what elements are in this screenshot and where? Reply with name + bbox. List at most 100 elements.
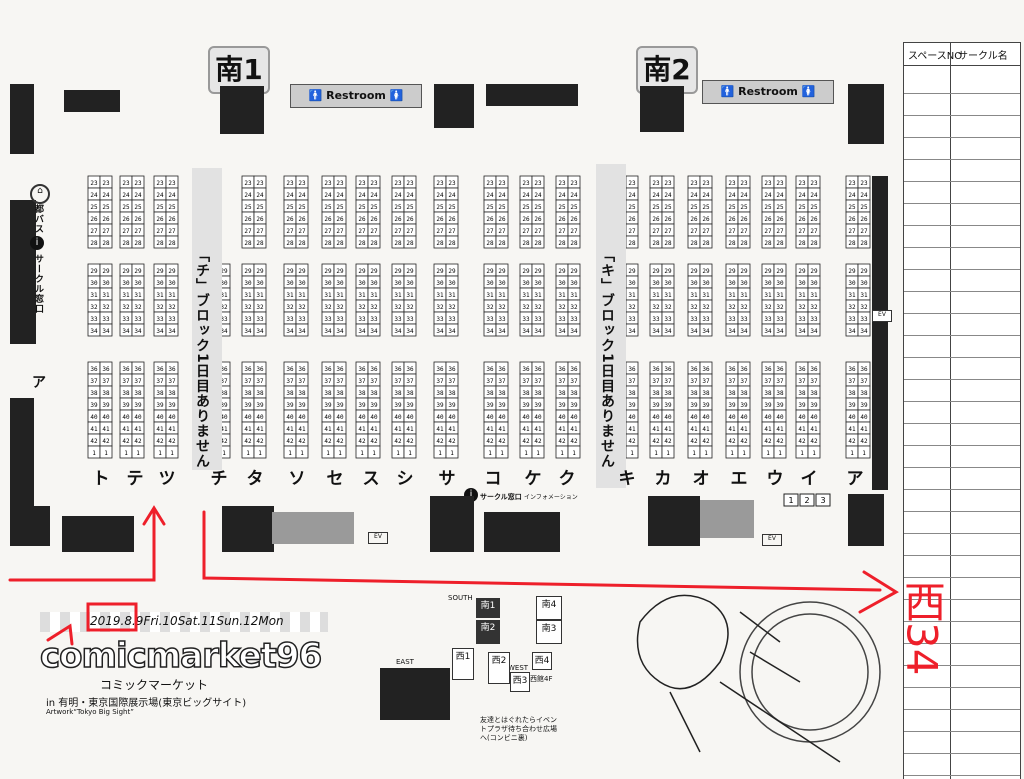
seat-number: 25 — [324, 204, 332, 211]
seat-number: 39 — [220, 402, 228, 409]
seat-number: 33 — [436, 316, 444, 323]
seat-number: 30 — [156, 280, 164, 287]
seat-number: 32 — [370, 304, 378, 311]
seat-number: 30 — [406, 280, 414, 287]
seat-number: 38 — [286, 390, 294, 397]
info-icon: i — [30, 236, 44, 250]
seat-number: 29 — [134, 268, 142, 275]
seat-number: 30 — [336, 280, 344, 287]
seat-number: 25 — [286, 204, 294, 211]
seat-number: 28 — [244, 240, 252, 247]
seat-number: 26 — [406, 216, 414, 223]
seat-number: 42 — [102, 438, 110, 445]
seat-number: 41 — [168, 426, 176, 433]
seat-number: 33 — [122, 316, 130, 323]
seat-number: 36 — [358, 366, 366, 373]
seat-number: 39 — [122, 402, 130, 409]
seat-number: 31 — [286, 292, 294, 299]
seat-number: 30 — [324, 280, 332, 287]
seat-number: 38 — [298, 390, 306, 397]
seat-number: 28 — [298, 240, 306, 247]
bus-label: 都バス — [33, 204, 43, 234]
left-wall — [10, 398, 34, 508]
seat-number: 29 — [122, 268, 130, 275]
seat-number: 42 — [436, 438, 444, 445]
seat-number: 38 — [134, 390, 142, 397]
seat-number: 27 — [256, 228, 264, 235]
seat-number: 24 — [358, 192, 366, 199]
seat-number: 38 — [156, 390, 164, 397]
seat-number: 42 — [358, 438, 366, 445]
seat-number: 31 — [358, 292, 366, 299]
left-a-mark: ア — [32, 375, 46, 391]
seat-number: 30 — [448, 280, 456, 287]
seat-number: 38 — [324, 390, 332, 397]
seat-cell — [403, 445, 417, 459]
seat-number: 29 — [406, 268, 414, 275]
seat-number: 32 — [448, 304, 456, 311]
seat-number: 36 — [406, 366, 414, 373]
seat-number: 1 — [124, 450, 128, 457]
seat-number: 32 — [220, 304, 228, 311]
seat-cell — [253, 323, 267, 337]
seat-number: 37 — [298, 378, 306, 385]
seat-number: 25 — [358, 204, 366, 211]
seat-number: 33 — [336, 316, 344, 323]
seat-number: 40 — [122, 414, 130, 421]
seat-number: 41 — [358, 426, 366, 433]
seat-number: 38 — [122, 390, 130, 397]
seat-number: 38 — [448, 390, 456, 397]
seat-number: 32 — [156, 304, 164, 311]
seat-number: 37 — [358, 378, 366, 385]
seat-number: 25 — [370, 204, 378, 211]
seat-number: 40 — [102, 414, 110, 421]
seat-number: 24 — [168, 192, 176, 199]
wall-structure — [640, 86, 684, 132]
seat-cell — [367, 323, 381, 337]
seat-number: 23 — [134, 180, 142, 187]
seat-number: 25 — [156, 204, 164, 211]
seat-number: 25 — [168, 204, 176, 211]
seat-number: 34 — [256, 328, 264, 335]
restroom-label: Restroom — [738, 85, 798, 98]
seat-number: 1 — [136, 450, 140, 457]
seat-cell — [333, 323, 347, 337]
seat-number: 42 — [244, 438, 252, 445]
circle-desk-label: サークル窓口 — [33, 254, 43, 314]
seat-number: 23 — [436, 180, 444, 187]
seat-number: 1 — [92, 450, 96, 457]
seat-number: 28 — [102, 240, 110, 247]
seat-number: 31 — [448, 292, 456, 299]
seat-number: 33 — [324, 316, 332, 323]
restroom-label: Restroom — [326, 89, 386, 102]
seat-number: 30 — [358, 280, 366, 287]
seat-number: 39 — [448, 402, 456, 409]
seat-number: 28 — [168, 240, 176, 247]
seat-number: 40 — [168, 414, 176, 421]
seat-number: 34 — [394, 328, 402, 335]
seat-number: 40 — [90, 414, 98, 421]
seat-number: 42 — [220, 438, 228, 445]
seat-number: 27 — [406, 228, 414, 235]
seat-number: 29 — [168, 268, 176, 275]
seat-number: 25 — [102, 204, 110, 211]
seat-number: 27 — [286, 228, 294, 235]
seat-number: 34 — [358, 328, 366, 335]
seat-number: 29 — [156, 268, 164, 275]
seat-number: 32 — [406, 304, 414, 311]
seat-number: 39 — [394, 402, 402, 409]
seat-cell — [333, 445, 347, 459]
seat-number: 33 — [90, 316, 98, 323]
seat-number: 26 — [134, 216, 142, 223]
seat-number: 34 — [324, 328, 332, 335]
seat-number: 28 — [436, 240, 444, 247]
seat-number: 33 — [286, 316, 294, 323]
seat-number: 42 — [406, 438, 414, 445]
seat-cell — [295, 323, 309, 337]
seat-number: 38 — [168, 390, 176, 397]
seat-cell — [445, 445, 459, 459]
seat-number: 40 — [394, 414, 402, 421]
seat-number: 39 — [244, 402, 252, 409]
seat-number: 26 — [90, 216, 98, 223]
